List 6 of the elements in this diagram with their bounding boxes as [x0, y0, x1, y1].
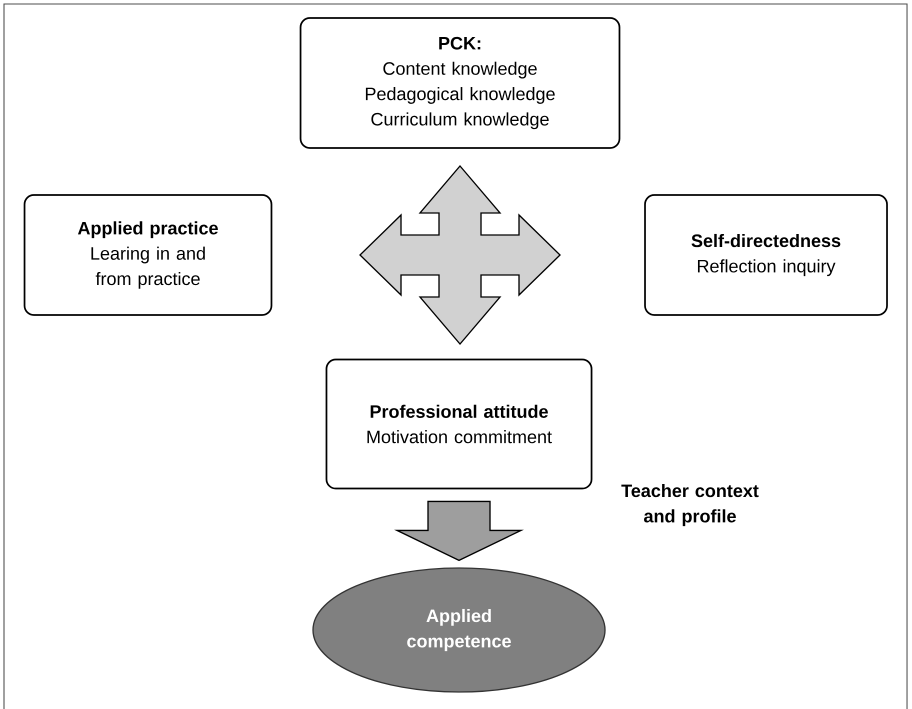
concept-box: PCK: Content knowledge Pedagogical knowledge Curriculum knowledge — [300, 17, 620, 149]
concept-box: Self-directedness Reflection inquiry — [644, 194, 888, 316]
note-text: Teacher context and profile — [621, 484, 759, 526]
concept-box: Applied practice Learing in and from practice — [24, 194, 272, 316]
concept-box: Professional attitude Motivation commitment — [326, 358, 592, 490]
block-arrow — [394, 500, 524, 562]
